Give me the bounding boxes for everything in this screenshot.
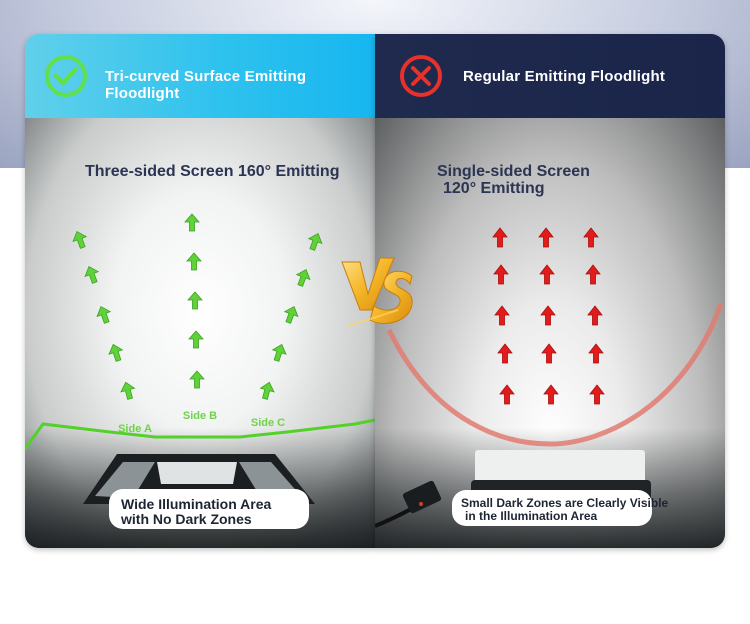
side-a-label: Side A bbox=[118, 423, 152, 435]
right-subtitle: Single-sided Screen 120° Emitting bbox=[437, 163, 697, 197]
right-subtitle-line2: 120° Emitting bbox=[443, 180, 545, 197]
left-caption-line2: with No Dark Zones bbox=[121, 511, 252, 527]
left-subtitle: Three-sided Screen 160° Emitting bbox=[85, 163, 340, 180]
right-caption-line2: in the Illumination Area bbox=[465, 509, 598, 523]
left-illustration bbox=[25, 213, 375, 524]
left-header: Tri-curved Surface Emitting Floodlight bbox=[25, 34, 375, 118]
right-title: Regular Emitting Floodlight bbox=[463, 68, 666, 85]
check-circle-icon bbox=[45, 55, 87, 97]
arrow-column-center bbox=[184, 213, 205, 389]
x-circle-icon bbox=[400, 55, 442, 97]
right-caption: Small Dark Zones are Clearly Visible in … bbox=[452, 490, 669, 526]
vs-icon bbox=[341, 257, 413, 327]
arrow-column-right bbox=[257, 230, 326, 401]
side-c-label: Side C bbox=[250, 417, 286, 429]
tri-curved-floodlight-panel: Tri-curved Surface Emitting Floodlight T… bbox=[25, 34, 375, 548]
side-b-label: Side B bbox=[182, 410, 218, 422]
right-illustration bbox=[375, 227, 724, 528]
right-header: Regular Emitting Floodlight bbox=[375, 34, 725, 118]
left-caption: Wide Illumination Area with No Dark Zone… bbox=[109, 489, 309, 529]
arrow-column-left bbox=[69, 228, 138, 401]
right-subtitle-line1: Single-sided Screen bbox=[437, 163, 590, 180]
arrow-grid bbox=[492, 227, 605, 405]
left-caption-line1: Wide Illumination Area bbox=[121, 496, 272, 512]
left-title: Tri-curved Surface Emitting Floodlight bbox=[105, 68, 307, 102]
regular-floodlight-panel: Regular Emitting Floodlight Single-sided… bbox=[375, 34, 725, 548]
right-caption-line1: Small Dark Zones are Clearly Visible bbox=[461, 496, 669, 510]
